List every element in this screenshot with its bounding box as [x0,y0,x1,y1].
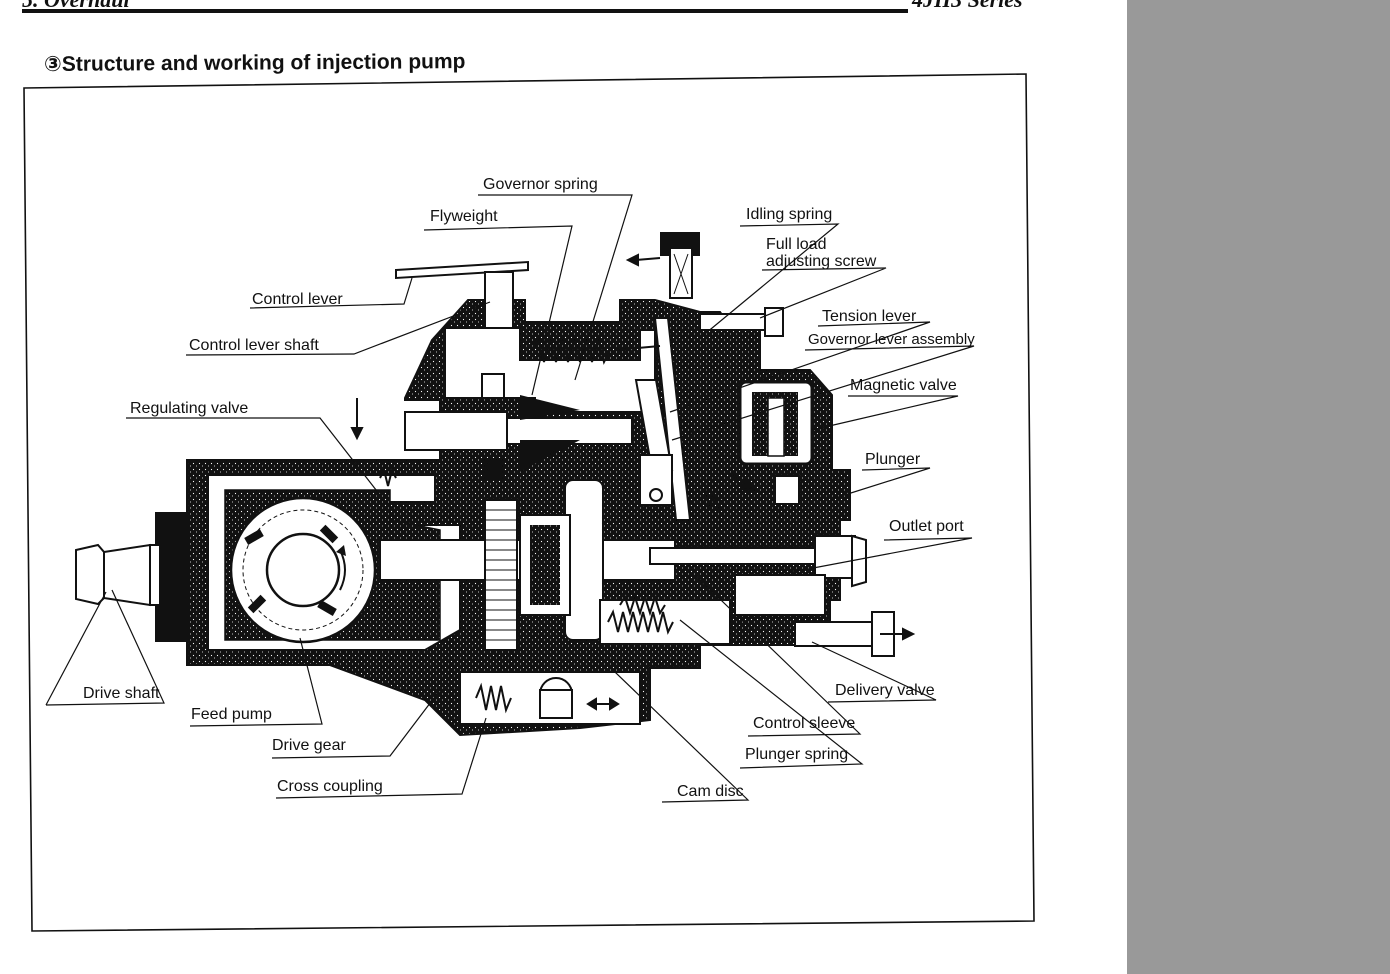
label-control-lever-shaft: Control lever shaft [189,337,319,354]
label-control-lever: Control lever [252,291,343,308]
label-tension-lever: Tension lever [822,308,917,325]
hex-nut-icon [851,534,867,588]
label-idling-spring: Idling spring [746,206,832,223]
injection-pump-diagram: Governor spring Flyweight Idling spring … [23,73,1035,932]
label-full-load-line2: adjusting screw [766,253,877,270]
leader-lines [45,194,975,803]
label-plunger: Plunger [865,451,921,468]
label-governor-spring: Governor spring [483,176,598,193]
label-feed-pump: Feed pump [191,706,272,723]
label-outlet-port: Outlet port [889,518,964,535]
figure-frame [23,73,1035,932]
label-flyweight: Flyweight [430,208,498,225]
gear-icon [484,499,518,651]
label-delivery-valve: Delivery valve [835,682,935,699]
spring-icon [379,335,723,714]
label-full-load-line1: Full load [766,236,826,253]
header-rule [22,9,908,13]
hex-nut-icon [75,543,105,606]
document-page: 5. Overhaul 4JH3 Series ③Structure and w… [0,0,1127,932]
label-cam-disc: Cam disc [677,783,744,800]
label-magnetic-valve: Magnetic valve [850,377,957,394]
label-regulating-valve: Regulating valve [130,400,248,417]
flyweight-part [520,395,580,420]
label-drive-gear: Drive gear [272,737,346,754]
pump-housing [75,232,895,737]
label-plunger-spring: Plunger spring [745,746,848,763]
header-series: 4JH3 Series [912,0,1023,13]
label-governor-lever-assembly: Governor lever assembly [808,331,975,348]
flow-arrow-icon [350,253,916,711]
label-control-sleeve: Control sleeve [753,715,855,732]
viewer-gutter [1127,0,1390,974]
label-drive-shaft: Drive shaft [83,685,160,702]
page-header: 5. Overhaul 4JH3 Series [0,0,1127,20]
label-cross-coupling: Cross coupling [277,778,383,795]
